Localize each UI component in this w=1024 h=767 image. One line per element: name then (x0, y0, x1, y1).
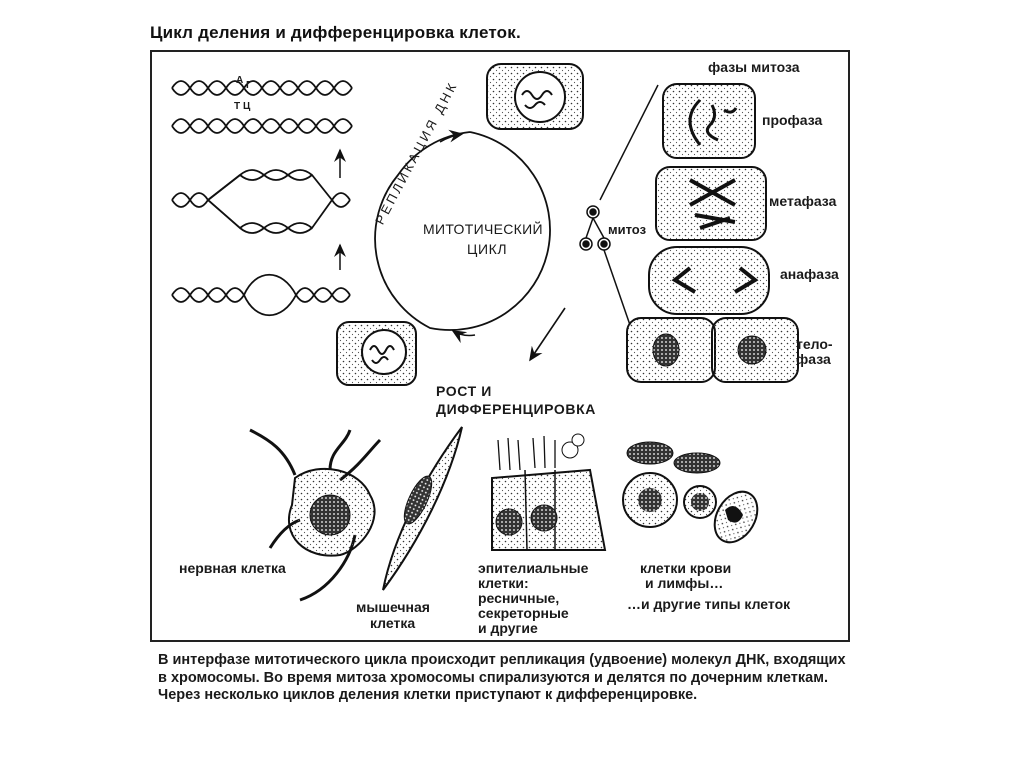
growth-arrow-icon (529, 307, 566, 362)
phase-label-anaphase: анафаза (780, 266, 839, 282)
interphase-cell-top (486, 63, 584, 130)
phase-label-prophase: профаза (762, 112, 823, 128)
dna-helix-replicating-bottom (171, 273, 351, 317)
mitosis-phases-header: фазы митоза (708, 59, 800, 75)
cycle-center-label-1: МИТОТИЧЕСКИЙ (423, 221, 543, 237)
muscle-cell-label-2: клетка (370, 615, 416, 631)
epithelial-label-2: клетки: (478, 575, 529, 591)
epithelial-label-5: и другие (478, 620, 538, 636)
cell-telophase (626, 317, 799, 383)
dna-helix-top-1 (171, 80, 353, 96)
diagram-title: Цикл деления и дифференцировка клеток. (150, 23, 521, 42)
dna-helix-replicating-middle (171, 169, 351, 234)
dna-helix-top-2 (171, 118, 353, 134)
blood-cells-label-2: и лимфы… (645, 575, 724, 591)
growth-label-1: РОСТ И (436, 383, 492, 399)
dna-base-label-t: Т (234, 101, 241, 112)
dna-base-label-a: А (236, 75, 244, 86)
diagram-frame (150, 50, 850, 642)
growth-label-2: ДИФФЕРЕНЦИРОВКА (436, 401, 596, 417)
phase-label-metaphase: метафаза (769, 193, 837, 209)
cycle-circle (374, 131, 551, 331)
epithelial-label-4: секреторные (478, 605, 569, 621)
nerve-cell-drawing (249, 428, 382, 602)
caption-text: В интерфазе митотического цикла происход… (158, 652, 846, 703)
mitosis-label: митоз (608, 222, 647, 237)
muscle-cell-label-1: мышечная (356, 599, 430, 615)
dna-base-label-g: Г (246, 80, 252, 91)
phase-label-telophase-2: фаза (796, 351, 831, 367)
cycle-arrow-icon (451, 330, 476, 344)
epithelial-cells-drawing (491, 433, 607, 551)
muscle-cell-drawing (382, 426, 463, 591)
epithelial-label-3: ресничные, (478, 590, 560, 606)
dna-helix-group (171, 80, 353, 317)
cycle-arrow-icon (439, 129, 464, 143)
interphase-cell-left (336, 321, 417, 386)
mitosis-division-icon (579, 84, 659, 326)
nerve-cell-label: нервная клетка (179, 560, 286, 576)
cell-prophase (662, 83, 756, 159)
epithelial-label-1: эпителиальные (478, 560, 589, 576)
cell-metaphase (655, 166, 767, 241)
other-cells-label: …и другие типы клеток (627, 596, 791, 612)
blood-cells-label-1: клетки крови (640, 560, 732, 576)
phase-label-telophase-1: тело- (796, 336, 833, 352)
cycle-center-label-2: ЦИКЛ (467, 241, 508, 257)
blood-cells-drawing (622, 441, 759, 544)
dna-base-label-c: Ц (243, 101, 251, 112)
cell-anaphase (648, 246, 770, 315)
